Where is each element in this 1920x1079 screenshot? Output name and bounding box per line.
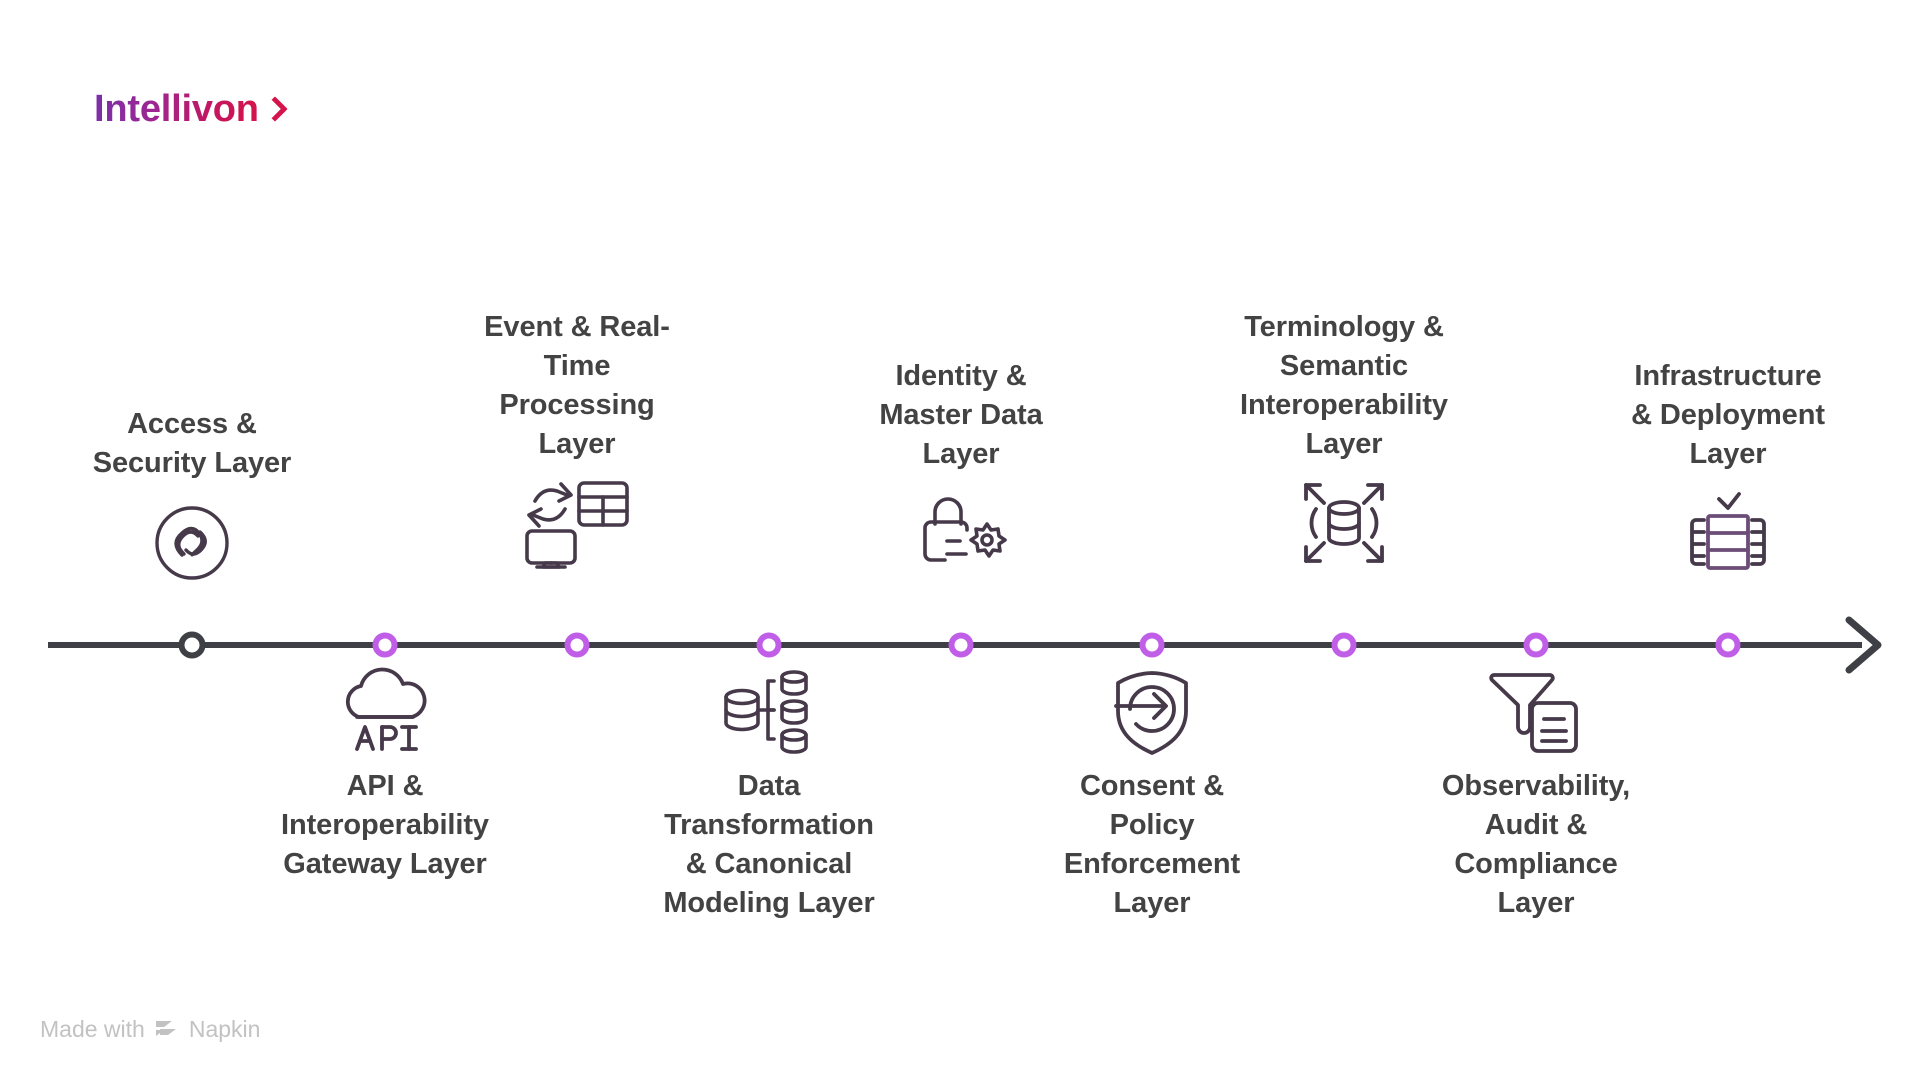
database-branch-icon (644, 657, 894, 761)
made-with-napkin-footer: Made with Napkin (40, 1016, 260, 1043)
footer-made-with-text: Made with (40, 1016, 145, 1042)
database-expand-icon (1219, 471, 1469, 575)
lock-gear-icon (836, 482, 1086, 586)
timeline-marker-8 (1715, 632, 1741, 658)
shield-arrow-icon (1027, 657, 1277, 761)
footer-product-name: Napkin (188, 1016, 261, 1042)
timeline-marker-0 (178, 631, 206, 659)
cloud-api-icon (260, 657, 510, 761)
security-circle-icon (67, 491, 317, 595)
timeline-marker-6 (1331, 632, 1357, 658)
brand-logo: Intellivon (94, 88, 284, 131)
node-access-security[interactable]: Access &Security Layer (67, 405, 317, 595)
node-label: Access &Security Layer (92, 408, 292, 479)
server-rack-check-icon (1603, 482, 1853, 586)
brand-name: Intellivon (94, 88, 259, 130)
exchange-table-monitor-icon (452, 471, 702, 575)
arrow-right-icon (1845, 616, 1882, 674)
timeline-marker-1 (372, 632, 398, 658)
timeline-marker-3 (756, 632, 782, 658)
timeline-marker-7 (1523, 632, 1549, 658)
napkin-logo-icon (154, 1019, 180, 1041)
timeline-marker-5 (1139, 632, 1165, 658)
timeline-marker-2 (564, 632, 590, 658)
timeline-marker-4 (948, 632, 974, 658)
funnel-document-icon (1411, 657, 1661, 761)
